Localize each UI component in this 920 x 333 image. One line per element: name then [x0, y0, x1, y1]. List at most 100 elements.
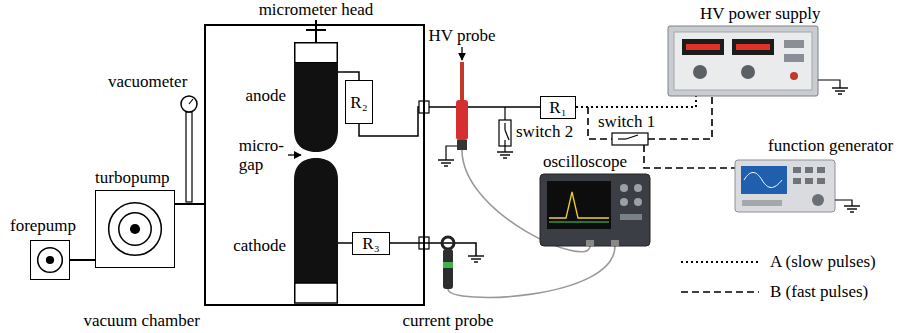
current-probe-symbol [443, 249, 453, 289]
legend: A (slow pulses) B (fast pulses) [680, 252, 920, 312]
shape-part [295, 283, 338, 303]
shape-part [294, 63, 338, 152]
legend-line [681, 261, 759, 263]
oscilloscope-picture [620, 198, 628, 206]
oscilloscope-picture [620, 184, 628, 192]
power-supply-picture [682, 39, 724, 55]
micrometer-symbol [306, 29, 326, 31]
ground-symbol [832, 87, 848, 88]
hv-probe-symbol [460, 62, 464, 100]
wire [359, 107, 540, 136]
oscilloscope-picture [549, 222, 609, 223]
legend-row: A (slow pulses) [680, 252, 876, 272]
power-supply-picture [732, 39, 774, 55]
oscilloscope-picture [540, 174, 650, 246]
device-label: HV power supply [700, 4, 821, 23]
legend-sample [680, 252, 760, 272]
switch-symbol [612, 133, 648, 145]
anode-electrode: anode [294, 42, 338, 152]
fast-pulse-wire [644, 145, 735, 168]
shape-part [294, 158, 338, 283]
anode-electrode-outline [294, 42, 338, 152]
ground-symbol [438, 159, 454, 160]
current-probe-symbol [442, 237, 454, 249]
shape-part [109, 203, 162, 256]
legend-sample [680, 282, 760, 302]
function-generator-picture [812, 194, 824, 206]
forepump-box-outline [31, 241, 69, 279]
part-label: switch 1 [598, 112, 655, 131]
ground-symbol [441, 162, 451, 163]
current-probe-symbol [448, 246, 615, 297]
vacuometer-symbol [181, 96, 197, 112]
function-generator-picture [744, 173, 782, 188]
ground-symbol [503, 157, 507, 158]
power-supply-picture [674, 32, 812, 90]
device-label: oscilloscope [543, 152, 627, 171]
vacuometer-symbol [181, 96, 197, 202]
function-generator-picture [805, 178, 813, 184]
function-generator-picture [793, 178, 801, 184]
ground-symbol [844, 205, 860, 206]
cathode-electrode-outline [294, 158, 338, 304]
node-label: anode [245, 86, 286, 105]
node-label: R₂ [350, 93, 367, 112]
fast-pulse-wire [648, 96, 712, 139]
ground-wire [390, 243, 476, 256]
function-generator-picture [817, 167, 825, 173]
oscilloscope-picture [547, 181, 611, 229]
function-generator-picture [735, 160, 835, 212]
ground-symbol [497, 151, 513, 152]
ground-symbol [471, 258, 481, 259]
function-generator-picture [817, 178, 825, 184]
turbopump-box-outline [96, 191, 174, 267]
hv-probe-symbol [457, 140, 467, 150]
part-label: micro- gap [239, 136, 284, 174]
oscilloscope-picture [540, 174, 650, 246]
legend-label: A (slow pulses) [770, 252, 876, 272]
shape-part [119, 213, 151, 245]
switch-symbol [505, 130, 509, 140]
node-label: forepump [10, 216, 76, 235]
part-label: vacuometer [108, 72, 187, 91]
oscilloscope-picture [549, 192, 609, 218]
function-generator-picture [742, 200, 782, 206]
slow-pulse-wire [576, 96, 696, 107]
legend-label: B (fast pulses) [770, 282, 868, 302]
hv-probe-symbol [446, 146, 457, 160]
ground-symbol [835, 90, 845, 91]
ground-symbol [850, 211, 854, 212]
resistor-box: R₂ [345, 80, 373, 124]
node-label: R₁ [549, 98, 566, 117]
hv-probe-symbol [456, 100, 468, 140]
ground-wire [390, 243, 476, 256]
leader-arrow [288, 154, 301, 155]
slow-pulse-wire [576, 96, 696, 107]
cathode-electrode: cathode [294, 158, 338, 304]
power-supply-picture [686, 44, 720, 50]
part-label: switch 2 [516, 122, 573, 141]
resistor-box: R₁ [540, 96, 576, 119]
part-label: HV probe [428, 26, 495, 45]
shape-part [46, 256, 54, 264]
node-label: cathode [233, 236, 286, 255]
part-label: current probe [402, 311, 493, 330]
vacuometer-symbol [186, 112, 192, 202]
current-probe-symbol [443, 262, 453, 268]
oscilloscope-picture [634, 184, 642, 192]
oscilloscope-picture [611, 240, 619, 246]
oscilloscope-picture [620, 214, 642, 220]
ground-symbol [438, 88, 860, 262]
switch-symbol [499, 107, 511, 152]
switch-symbol [618, 138, 626, 139]
switch-symbol [612, 133, 648, 145]
function-generator-picture [835, 200, 852, 206]
power-supply-picture [668, 26, 840, 96]
ground-symbol [468, 255, 484, 256]
device-label: function generator [768, 136, 893, 155]
ground-symbol [500, 154, 510, 155]
switch-symbol [504, 123, 505, 130]
power-supply-picture [784, 54, 804, 62]
shape-part [38, 248, 63, 273]
ground-symbol [847, 208, 857, 209]
